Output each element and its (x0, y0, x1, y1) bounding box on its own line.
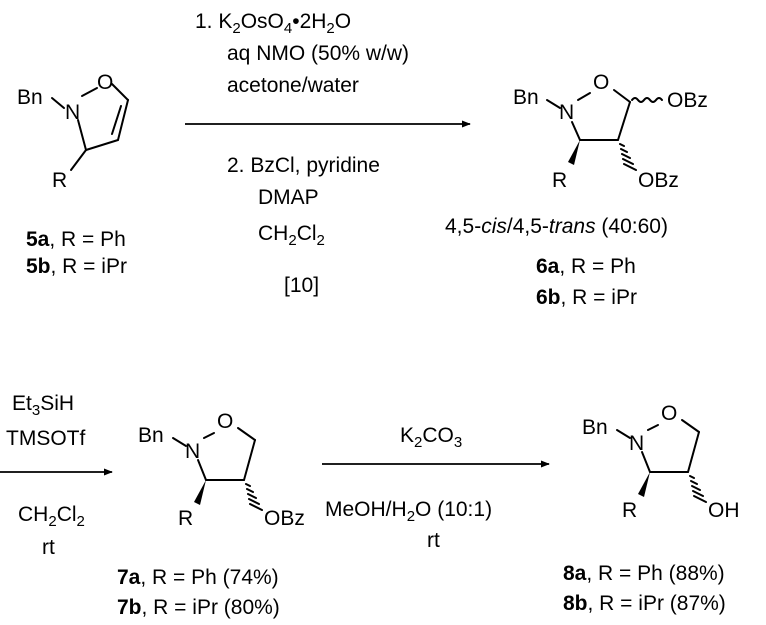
condition-k2oso4: 1. K2OsO4•2H2O (195, 10, 351, 37)
compound-label-6b: 6b, R = iPr (536, 286, 637, 309)
atom-oh: OH (708, 499, 740, 522)
atom-n: N (185, 440, 200, 463)
atom-o: O (661, 402, 677, 425)
compound-label-8a: 8a, R = Ph (88%) (563, 562, 725, 585)
diastereomer-ratio: 4,5-cis/4,5-trans (40:60) (445, 215, 668, 238)
compound-label-6a: 6a, R = Ph (536, 255, 636, 278)
bond-c4-c3 (85, 139, 119, 151)
atom-bn: Bn (138, 424, 164, 447)
atom-obz-c4: OBz (638, 169, 679, 192)
bond-c3-n (77, 119, 87, 151)
condition-k2co3: K2CO3 (400, 424, 462, 451)
compound-6-labels: 6a, R = Ph 6b, R = iPr (536, 255, 637, 309)
reaction-1-conditions-below: 2. BzCl, pyridine DMAP CH2Cl2 [10] (227, 154, 380, 297)
condition-reference: [10] (284, 274, 319, 297)
atom-bn: Bn (513, 86, 539, 109)
bond-c5-c4 (617, 101, 631, 141)
compound-6-structure: Bn N O OBz R OBz (513, 71, 708, 192)
bond-bn-n (546, 99, 561, 109)
atom-r: R (52, 169, 67, 192)
condition-tmsotf: TMSOTf (6, 427, 85, 450)
bond-n-o (647, 424, 659, 431)
reaction-1-conditions-above: 1. K2OsO4•2H2O aq NMO (50% w/w) acetone/… (195, 10, 409, 97)
bond-c3-n (197, 459, 207, 481)
atom-obz-c5: OBz (667, 89, 708, 112)
bond-o-c5 (237, 427, 256, 441)
atom-o: O (593, 71, 609, 94)
bond-bn-n (51, 97, 65, 109)
hash-c4-obz (619, 143, 637, 171)
bond-c5-c4 (117, 99, 129, 141)
bond-c5-c4-double (111, 105, 122, 135)
bond-o-c5 (681, 419, 700, 433)
condition-meoh-h2o: MeOH/H2O (10:1) (325, 498, 492, 525)
atom-n: N (559, 101, 574, 124)
atom-bn: Bn (582, 416, 608, 439)
condition-ch2cl2: CH2Cl2 (18, 503, 85, 530)
atom-o: O (217, 410, 233, 433)
reaction-2-conditions: Et3SiH TMSOTf CH2Cl2 rt (6, 392, 85, 559)
compound-5-labels: 5a, R = Ph 5b, R = iPr (26, 228, 127, 278)
condition-bzcl: 2. BzCl, pyridine (227, 154, 380, 177)
wedge-c3-r (194, 480, 206, 505)
reaction-3-conditions: K2CO3 MeOH/H2O (10:1) rt (325, 424, 492, 552)
condition-solvent: acetone/water (227, 74, 359, 97)
bond-c3-n (571, 121, 581, 141)
condition-ch2cl2: CH2Cl2 (258, 222, 325, 249)
condition-dmap: DMAP (258, 186, 319, 209)
bond-c3-r (70, 149, 87, 171)
bond-c3-n (641, 451, 651, 473)
bond-c5-obz-wavy (631, 97, 663, 103)
condition-nmo: aq NMO (50% w/w) (227, 42, 409, 65)
wedge-c3-r (568, 140, 580, 165)
condition-rt: rt (42, 536, 55, 559)
atom-r: R (622, 499, 637, 522)
compound-8-labels: 8a, R = Ph (88%) 8b, R = iPr (87%) (563, 562, 726, 615)
atom-r: R (178, 507, 193, 530)
bond-o-c5 (613, 89, 631, 103)
compound-label-5a: 5a, R = Ph (26, 228, 126, 251)
compound-5-structure: Bn N O R (17, 71, 129, 192)
bond-n-o (577, 92, 591, 101)
wedge-c3-r (638, 472, 650, 497)
compound-label-7a: 7a, R = Ph (74%) (117, 566, 279, 589)
atom-n: N (629, 432, 644, 455)
compound-label-7b: 7b, R = iPr (80%) (117, 596, 280, 619)
compound-label-5b: 5b, R = iPr (26, 255, 127, 278)
atom-r: R (552, 169, 567, 192)
bond-c5-c4 (243, 439, 256, 481)
compound-label-8b: 8b, R = iPr (87%) (563, 592, 726, 615)
bond-bn-n (616, 429, 631, 439)
hash-c4-oh (689, 475, 707, 503)
bond-c5-c4 (687, 431, 700, 473)
compound-8-structure: Bn N O R OH (582, 402, 740, 522)
bond-n-o (203, 432, 215, 439)
compound-7-labels: 7a, R = Ph (74%) 7b, R = iPr (80%) (117, 566, 280, 619)
bond-o-c5 (111, 83, 129, 101)
compound-7-structure: Bn N O R OBz (138, 410, 305, 530)
bond-bn-n (172, 437, 187, 447)
atom-bn: Bn (17, 86, 43, 109)
atom-o: O (97, 71, 113, 94)
atom-n: N (65, 101, 80, 124)
atom-obz: OBz (264, 507, 305, 530)
hash-c4-obz (245, 483, 263, 511)
condition-et3sih: Et3SiH (12, 392, 74, 419)
condition-rt: rt (427, 529, 440, 552)
bond-n-o (81, 87, 98, 97)
